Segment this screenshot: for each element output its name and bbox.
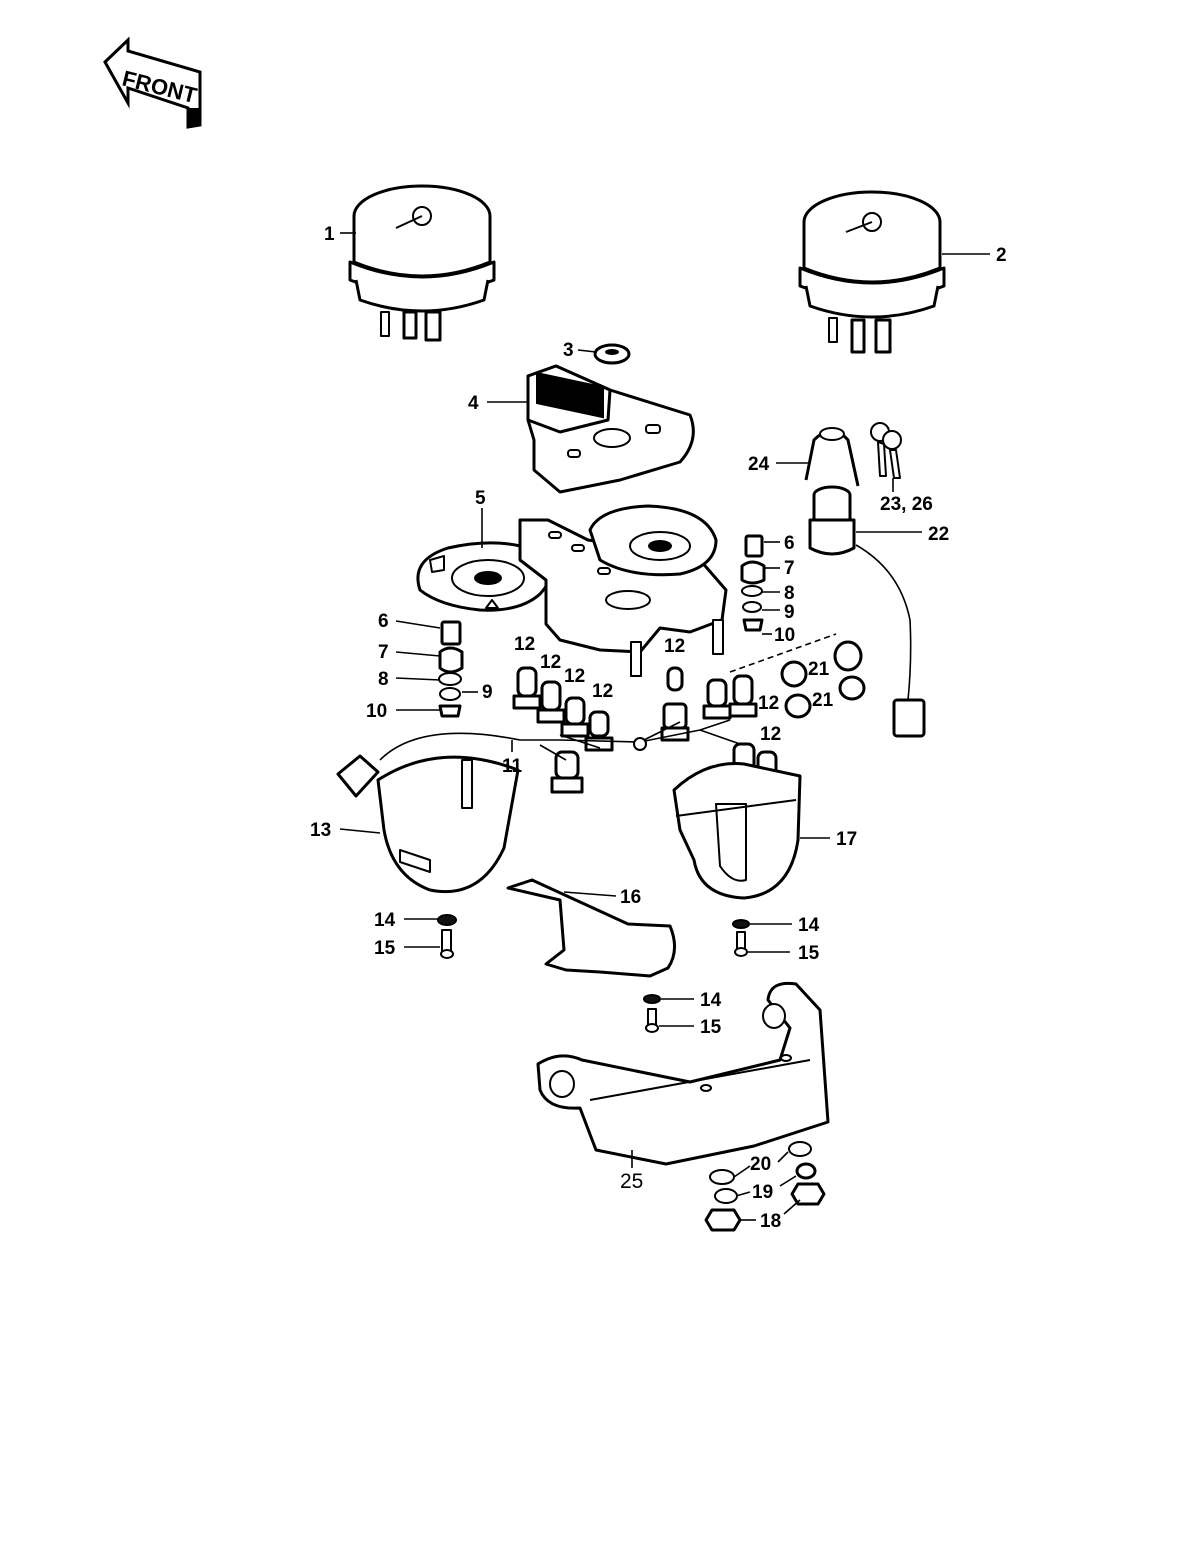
- label-p12e: 12: [664, 636, 685, 657]
- label-p18: 18: [760, 1211, 781, 1232]
- label-p8a: 8: [378, 669, 389, 690]
- label-p14c: 14: [700, 990, 722, 1011]
- label-p11: 11: [502, 756, 523, 777]
- switch-cover: [804, 427, 860, 487]
- label-p6b: 6: [784, 533, 795, 554]
- label-p14a: 14: [374, 910, 396, 931]
- front-arrow-icon: FRONT: [103, 36, 202, 129]
- callout-labels: 1 2 3 4 5 6 6 7 7 8 8 9 9 10 10 11 12 12…: [310, 224, 1007, 1232]
- label-p20: 20: [750, 1154, 771, 1175]
- label-p24: 24: [748, 454, 770, 475]
- label-p7b: 7: [784, 558, 795, 579]
- label-p12b: 12: [540, 652, 561, 673]
- meter-case-right: [672, 762, 802, 900]
- meter-right: [798, 190, 946, 354]
- wiring-harness: [336, 719, 741, 798]
- grommet: [593, 343, 631, 365]
- label-p7a: 7: [378, 642, 389, 663]
- leader-lines: [339, 232, 990, 1221]
- label-p15c: 15: [700, 1017, 722, 1038]
- label-p21b: 21: [812, 690, 834, 711]
- label-p17: 17: [836, 829, 857, 850]
- meter-cushion-left: [416, 541, 553, 612]
- label-p16: 16: [620, 887, 641, 908]
- meter-left: [348, 184, 496, 342]
- label-p14b: 14: [798, 915, 820, 936]
- label-p15a: 15: [374, 938, 396, 959]
- label-p21a: 21: [808, 659, 830, 680]
- fastener-stack-left: [438, 620, 464, 718]
- label-p23: 23, 26: [880, 494, 933, 515]
- label-p12a: 12: [514, 634, 535, 655]
- bracket-small: [506, 878, 676, 978]
- label-p3: 3: [563, 340, 574, 361]
- screws-washers: [437, 914, 750, 1033]
- nuts-washers: [704, 1141, 826, 1232]
- label-p9a: 9: [482, 682, 493, 703]
- label-p9b: 9: [784, 602, 795, 623]
- fastener-stack-right: [740, 534, 766, 632]
- label-p15b: 15: [798, 943, 820, 964]
- label-p12c: 12: [564, 666, 585, 687]
- label-p22: 22: [928, 524, 949, 545]
- label-p19: 19: [752, 1182, 773, 1203]
- label-p10b: 10: [774, 625, 795, 646]
- meter-case-left: [376, 755, 520, 894]
- label-p12d: 12: [592, 681, 613, 702]
- label-p12f: 12: [758, 693, 779, 714]
- meter-base-plate: [518, 504, 728, 677]
- label-p13: 13: [310, 820, 331, 841]
- label-p10a: 10: [366, 701, 387, 722]
- lenses: [780, 640, 866, 719]
- label-p25: 25: [620, 1170, 643, 1193]
- label-p8b: 8: [784, 583, 795, 604]
- label-p12g: 12: [760, 724, 781, 745]
- meter-bracket: [536, 981, 830, 1166]
- label-p6a: 6: [378, 611, 389, 632]
- label-p2: 2: [996, 245, 1007, 266]
- indicator-panel: [526, 364, 695, 494]
- label-p5: 5: [475, 488, 486, 509]
- ignition-switch: [808, 485, 926, 738]
- label-p1: 1: [324, 224, 335, 245]
- label-p4: 4: [468, 393, 479, 414]
- key-icon: [870, 422, 902, 479]
